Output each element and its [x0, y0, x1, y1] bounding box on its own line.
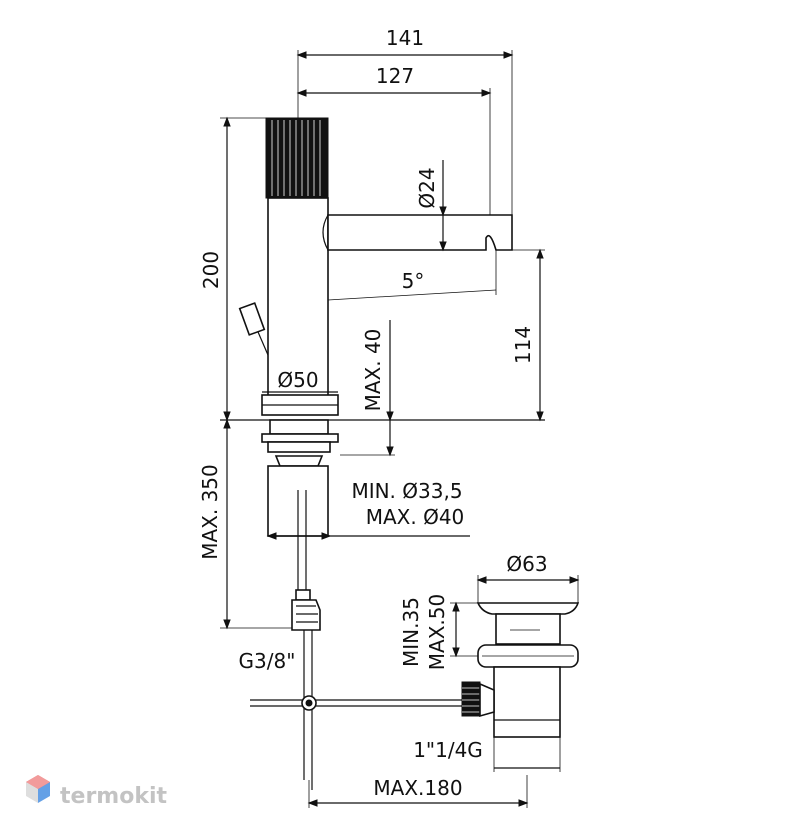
hexagon-cube-icon: [26, 775, 50, 803]
hose-connector: G3/8": [239, 589, 321, 790]
lift-rod-knob: [238, 302, 266, 336]
dimension-max-40-label: MAX. 40: [361, 329, 385, 412]
watermark: termokit: [26, 775, 167, 809]
dimension-114: 114: [500, 248, 545, 422]
dimension-drain-lift: MIN.35 MAX.50: [399, 594, 478, 670]
dimension-diameter-63-label: Ø63: [506, 552, 547, 576]
drain-rod: [250, 695, 462, 711]
dimension-min-33-label: MIN. Ø33,5: [351, 479, 462, 503]
dimension-114-label: 114: [511, 326, 535, 364]
dimension-diameter-63: Ø63: [476, 552, 580, 603]
dimension-max-180-label: MAX.180: [373, 776, 462, 800]
dimension-max-350-label: MAX. 350: [198, 464, 222, 560]
dimension-127: 127: [296, 64, 492, 215]
dimension-thread: 1"1/4G: [413, 737, 561, 772]
dimension-max-40d-label: MAX. Ø40: [366, 505, 465, 529]
dimension-min-35-label: MIN.35: [399, 597, 423, 667]
drain-assembly: [461, 602, 580, 738]
dimension-diameter-24-label: Ø24: [415, 167, 439, 208]
fixing-assembly: [261, 419, 339, 590]
dimension-diameter-24: Ø24: [415, 160, 447, 252]
dimension-max-40: MAX. 40: [340, 320, 395, 457]
dimension-max-350: MAX. 350: [198, 418, 300, 630]
dimension-141-label: 141: [386, 26, 424, 50]
dimension-200-label: 200: [199, 251, 223, 289]
dimension-max-180: MAX.180: [307, 775, 529, 808]
dimension-diameter-50-label: Ø50: [277, 368, 318, 392]
dimension-max-50-label: MAX.50: [425, 594, 449, 670]
watermark-text: termokit: [60, 784, 167, 809]
dimension-angle-5: 5°: [327, 250, 497, 302]
dimension-diameter-50: Ø50: [262, 368, 338, 393]
connector-g38-label: G3/8": [239, 649, 296, 673]
dimension-angle-5-label: 5°: [402, 269, 425, 293]
knurled-handle: [265, 117, 329, 199]
tap-spout: [327, 214, 513, 251]
thread-label: 1"1/4G: [413, 738, 483, 762]
dimension-127-label: 127: [376, 64, 414, 88]
dimension-hole-diameter: MIN. Ø33,5 MAX. Ø40: [266, 479, 470, 540]
dimension-141: 141: [296, 26, 514, 220]
